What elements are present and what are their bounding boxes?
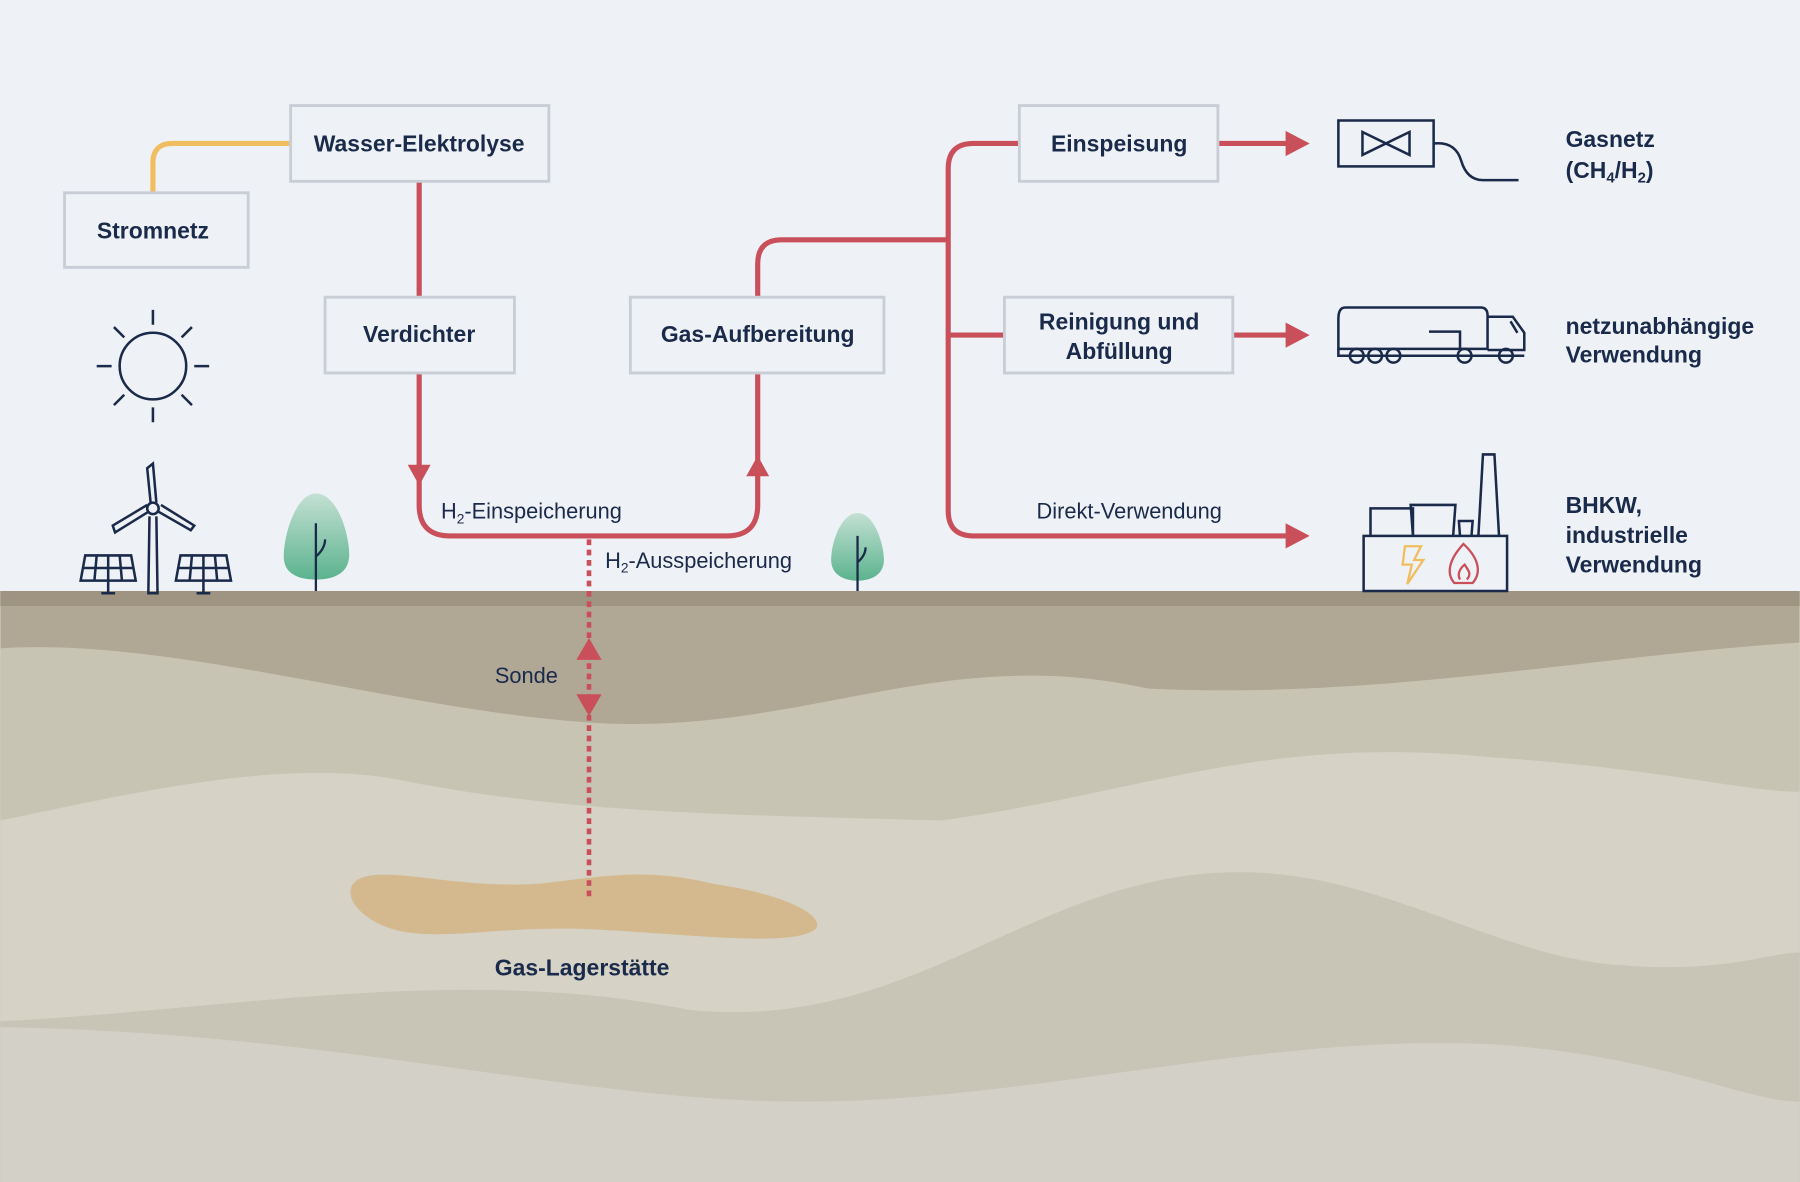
box-einspeisung: Einspeisung (1017, 104, 1220, 183)
label-bhkw-1: BHKW, (1566, 492, 1642, 518)
label-aufbereitung: Gas-Aufbereitung (661, 321, 855, 347)
label-sonde: Sonde (495, 663, 558, 688)
label-reinigung-2: Abfüllung (1066, 338, 1173, 364)
label-einspeicherung: H2-Einspeicherung (441, 499, 622, 527)
arrow-down-icon (576, 694, 602, 717)
arrow-right-icon (1285, 322, 1310, 348)
label-offgrid-1: netzunabhängige (1566, 313, 1755, 339)
arrow-right-icon (1285, 523, 1310, 549)
arrow-right-icon (1285, 130, 1310, 157)
tree-icon (831, 512, 884, 591)
sun-icon (96, 309, 210, 423)
arrow-up-icon (746, 455, 770, 477)
box-stromnetz: Stromnetz (63, 191, 250, 269)
tree-icon (283, 493, 350, 591)
label-ausspeicherung: H2-Ausspeicherung (605, 548, 792, 576)
box-aufbereitung: Gas-Aufbereitung (628, 295, 886, 375)
label-bhkw-3: Verwendung (1566, 552, 1702, 578)
label-einspeisung: Einspeisung (1051, 130, 1187, 156)
label-stromnetz: Stromnetz (97, 218, 209, 244)
solar-panel-icon (79, 554, 138, 595)
label-lagerstaette: Gas-Lagerstätte (495, 954, 670, 980)
lightning-icon (1401, 545, 1426, 585)
label-bhkw-2: industrielle (1566, 522, 1688, 548)
label-reinigung-1: Reinigung und (1039, 308, 1200, 334)
arrow-down-icon (407, 464, 431, 486)
arrow-up-icon (576, 638, 602, 660)
box-verdichter: Verdichter (323, 295, 516, 375)
solar-panel-icon (174, 554, 233, 595)
label-elektrolyse: Wasser-Elektrolyse (314, 130, 525, 156)
flow-storage-loop (416, 372, 761, 539)
label-verdichter: Verdichter (363, 321, 475, 347)
gas-reservoir (350, 874, 818, 939)
label-offgrid-2: Verwendung (1566, 342, 1702, 368)
flame-icon (1448, 542, 1479, 585)
label-direkt: Direkt-Verwendung (1037, 499, 1222, 524)
flow-aufbereitung-out (755, 237, 949, 298)
power-line (150, 140, 291, 193)
label-gasnetz: Gasnetz (1566, 126, 1655, 152)
soil-layer-5 (0, 1027, 1800, 1182)
label-gasnetz-formula: (CH4/H2) (1566, 157, 1654, 187)
tanker-truck-icon (1337, 306, 1526, 364)
flow-distribution-trunk (945, 140, 1288, 539)
factory-icon (1362, 453, 1509, 593)
valve-icon (1337, 119, 1519, 182)
ground-line (0, 591, 1800, 606)
box-elektrolyse: Wasser-Elektrolyse (289, 104, 551, 183)
wind-turbine-icon (111, 461, 197, 595)
